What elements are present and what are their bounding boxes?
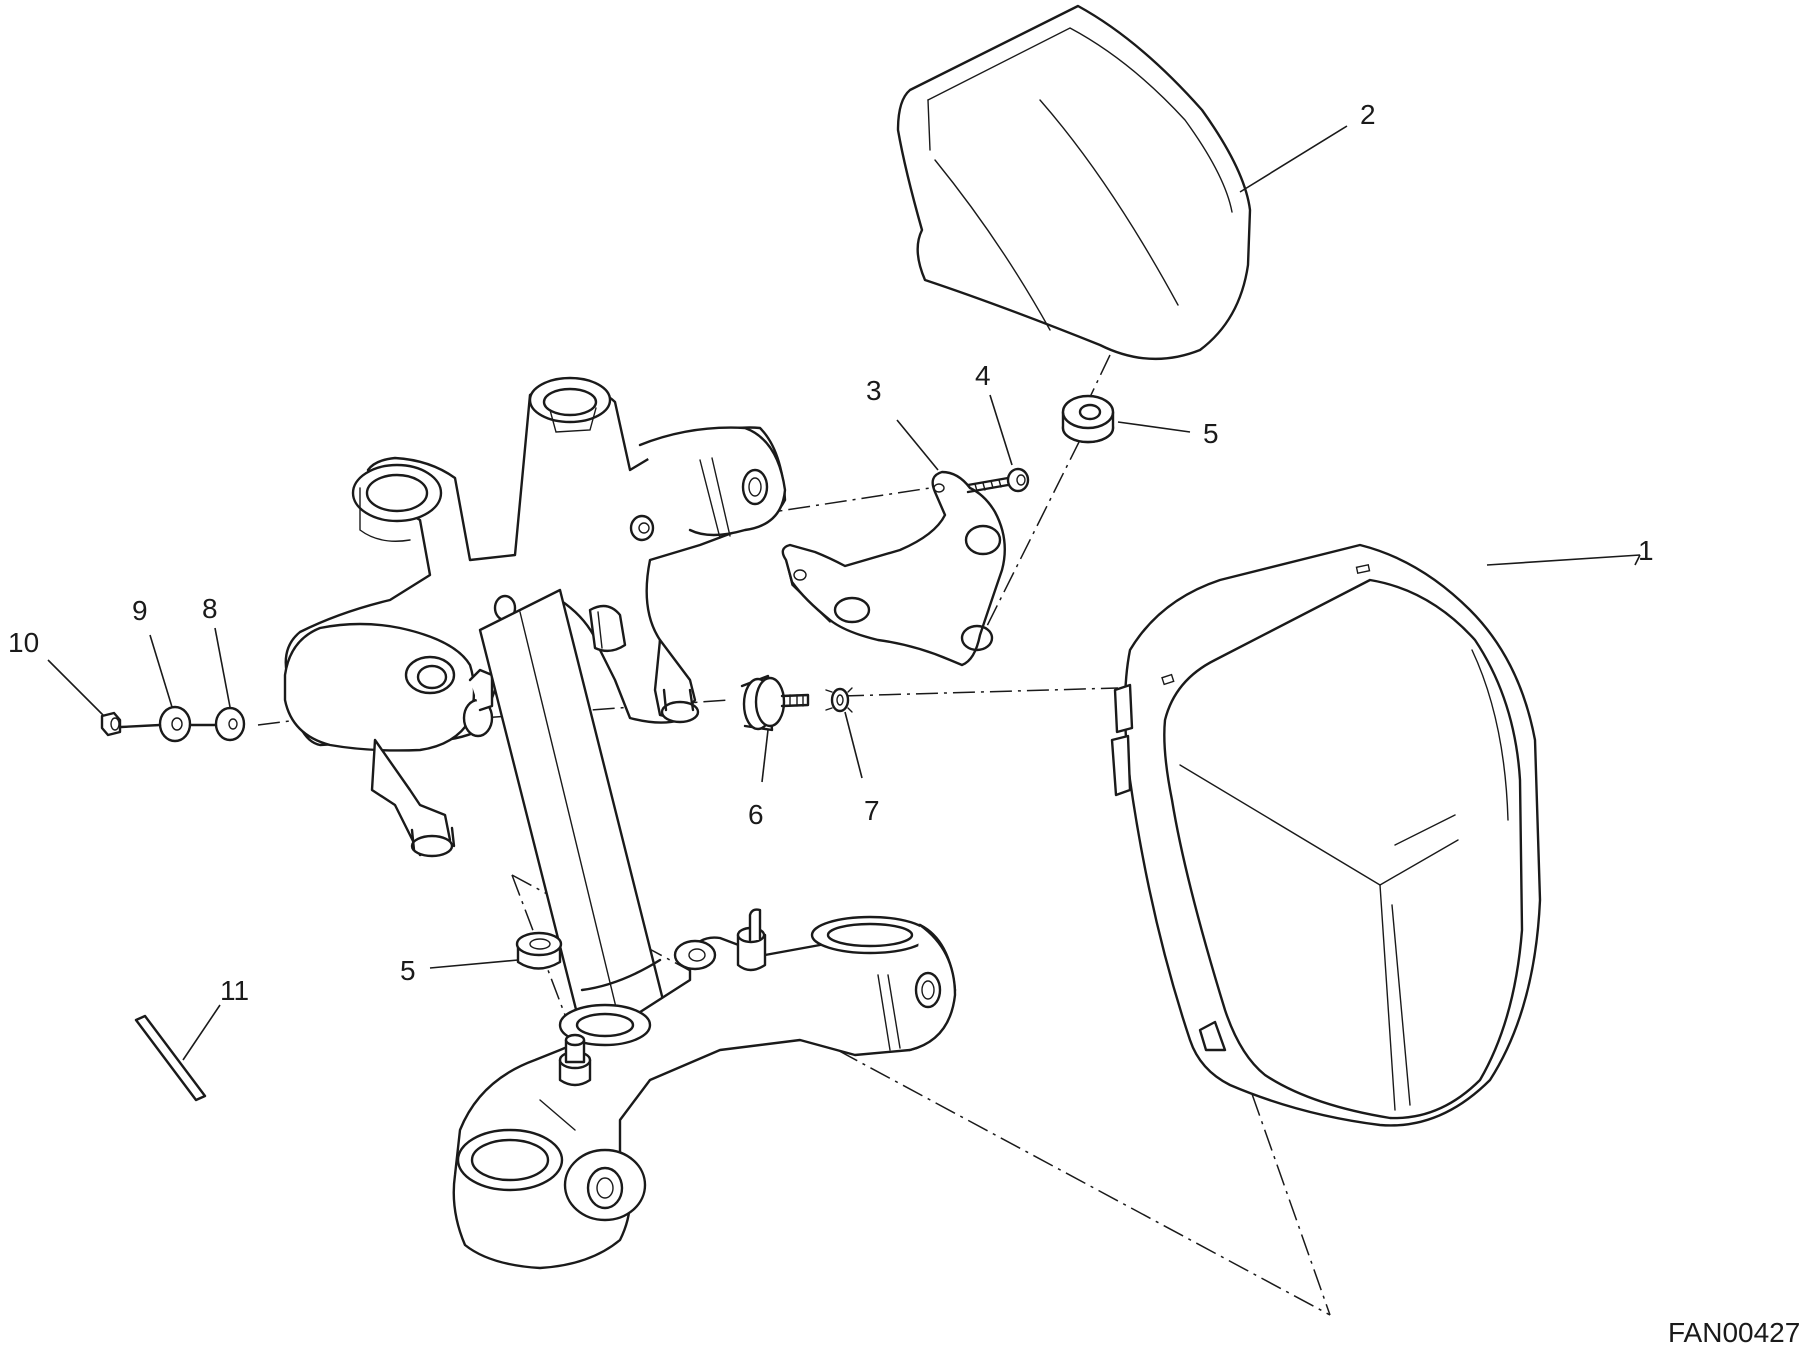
upper-triple-clamp [283, 376, 787, 858]
lock-washer-part-7 [825, 687, 853, 713]
leader-lines [47, 125, 1641, 1061]
drawing-code: FAN00427 [1668, 1317, 1800, 1348]
callout-6: 6 [748, 799, 764, 830]
callout-9: 9 [132, 595, 148, 626]
washer-part-8 [214, 706, 246, 742]
callout-10: 10 [8, 627, 39, 658]
callout-3: 3 [866, 375, 882, 406]
callout-8: 8 [202, 593, 218, 624]
callout-2: 2 [1360, 99, 1376, 130]
grommet-part-5-upper [1061, 394, 1115, 444]
screw-part-4 [966, 467, 1030, 494]
callout-5-lower: 5 [400, 955, 416, 986]
callout-4: 4 [975, 360, 991, 391]
callout-numbers: 1 2 3 4 5 5 6 7 8 9 10 11 [8, 99, 1654, 1006]
lower-triple-clamp [452, 908, 957, 1270]
callout-7: 7 [864, 795, 880, 826]
label-part-11 [134, 1014, 207, 1102]
nut-part-10 [100, 711, 217, 737]
windscreen-part-2 [896, 4, 1252, 361]
headlight-part-1 [1110, 543, 1542, 1127]
washer-part-9 [158, 705, 192, 743]
callout-1: 1 [1638, 535, 1654, 566]
callout-11: 11 [220, 975, 249, 1006]
bracket-part-3 [781, 470, 1006, 667]
rubber-mount-part-6 [740, 674, 810, 732]
callout-5-upper: 5 [1203, 418, 1219, 449]
grommet-part-5-lower [515, 931, 563, 970]
